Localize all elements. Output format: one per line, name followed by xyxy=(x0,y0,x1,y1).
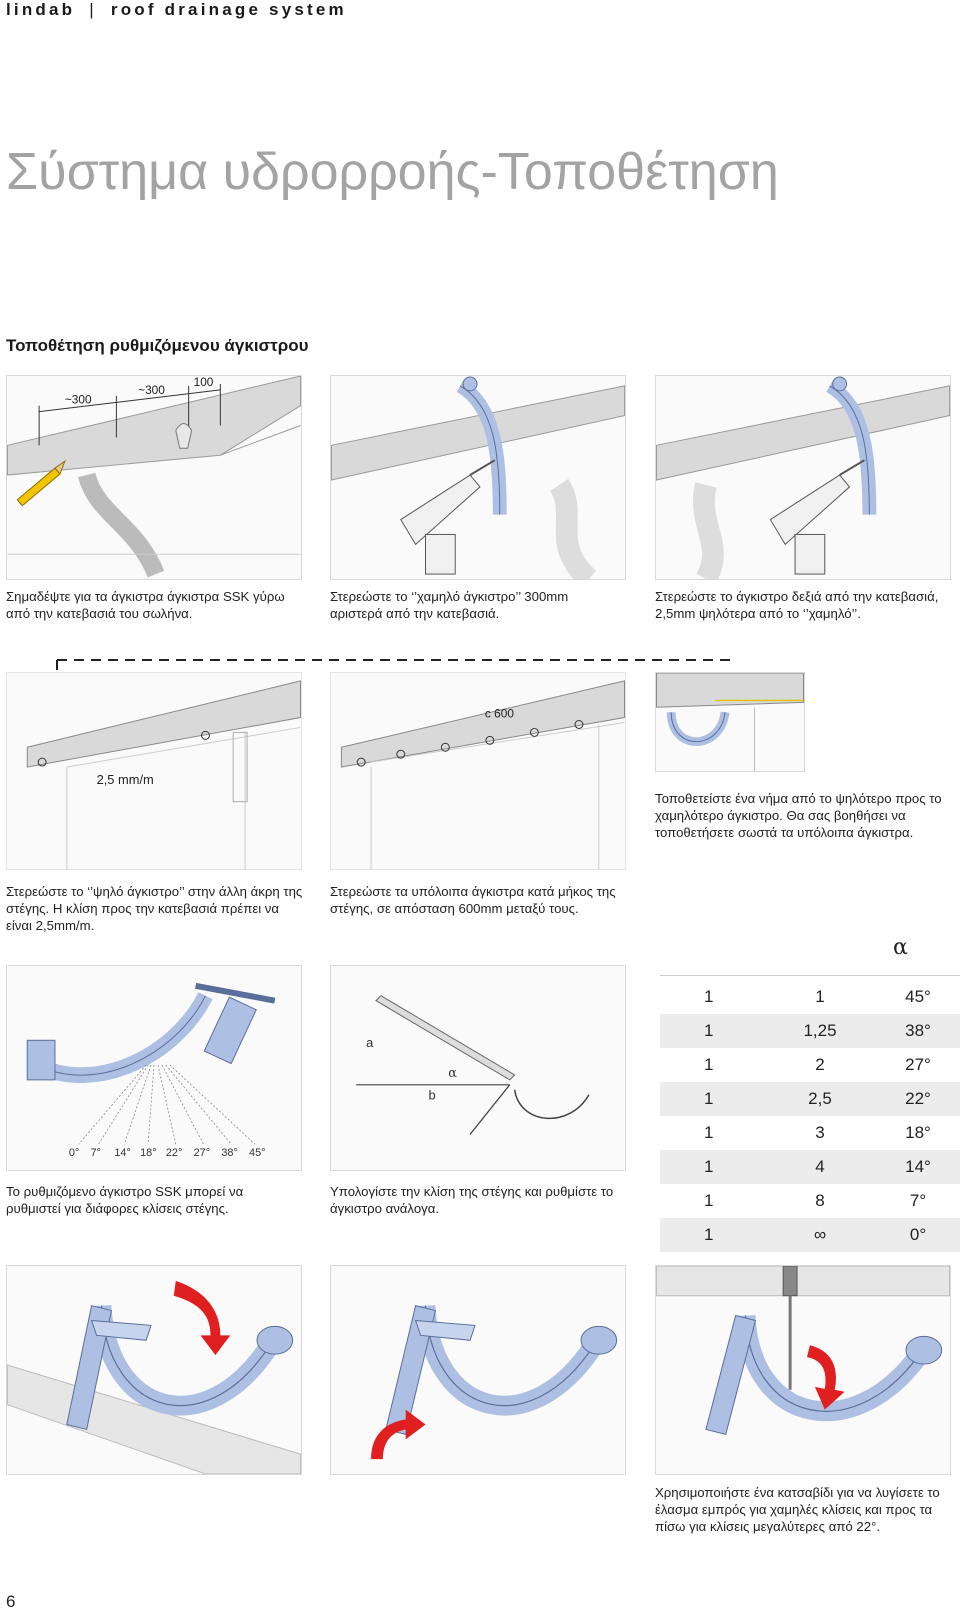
header-section: roof drainage system xyxy=(110,0,347,19)
caption-string: Τοποθετείστε ένα νήμα από το ψηλότερο πρ… xyxy=(655,791,942,840)
angle-label-38: 38° xyxy=(221,1147,237,1159)
dim-300-right: ~300 xyxy=(138,383,165,397)
figure-string-line xyxy=(655,672,805,772)
angle-label-27: 27° xyxy=(194,1147,210,1159)
caption-right-hook: Στερεώστε το άγκιστρο δεξιά από την κατε… xyxy=(655,589,939,621)
page-number: 6 xyxy=(6,1592,16,1611)
figure-fix-low-hook xyxy=(330,375,626,580)
screwdriver-icon xyxy=(782,1266,798,1390)
caption-adjustable: Το ρυθμιζόμενο άγκιστρο SSK μπορεί να ρυ… xyxy=(6,1184,244,1216)
spacing-label: c 600 xyxy=(485,707,514,721)
drill-icon xyxy=(769,459,865,575)
table-rule xyxy=(660,975,960,976)
caption-high-hook: Στερεώστε το ‘’ψηλό άγκιστρο’’ στην άλλη… xyxy=(6,884,303,933)
dim-300-left: ~300 xyxy=(65,393,92,407)
angle-label-22: 22° xyxy=(166,1147,182,1159)
page-title: Σύστημα υδρορροής-Τοποθέτηση xyxy=(6,143,779,201)
red-arrow-icon xyxy=(173,1280,231,1356)
figure-fix-right-hook xyxy=(655,375,951,580)
dim-100: 100 xyxy=(194,376,214,389)
side-b-label: b xyxy=(428,1088,435,1103)
angle-label-45: 45° xyxy=(249,1147,265,1159)
side-a-label: a xyxy=(366,1035,374,1050)
figure-adjustable-hook: 0° 7° 14° 18° 22° 27° 38° 45° xyxy=(6,965,302,1171)
table-row: 1∞0° xyxy=(660,1218,960,1252)
figure-screwdriver xyxy=(655,1265,951,1475)
caption-marking: Σημαδέψτε για τα άγκιστρα άγκιστρα SSK γ… xyxy=(6,589,285,621)
pencil-icon xyxy=(16,459,66,507)
angle-label-18: 18° xyxy=(140,1147,156,1159)
angle-label-14: 14° xyxy=(114,1147,130,1159)
caption-screwdriver: Χρησιμοποιήστε ένα κατσαβίδι για να λυγί… xyxy=(655,1485,940,1534)
angle-label-7: 7° xyxy=(91,1147,101,1159)
caption-low-hook: Στερεώστε το ‘’χαμηλό άγκιστρο’’ 300mm α… xyxy=(330,589,569,621)
drill-icon xyxy=(400,459,496,575)
figure-high-hook: 2,5 mm/m xyxy=(6,672,302,870)
caption-calc-slope: Υπολογίστε την κλίση της στέγης και ρυθμ… xyxy=(330,1184,614,1216)
caption-remaining-hooks: Στερεώστε τα υπόλοιπα άγκιστρα κατά μήκο… xyxy=(330,884,616,916)
brand-name: lindab xyxy=(6,0,76,19)
running-header: lindab | roof drainage system xyxy=(6,0,347,20)
section-title: Τοποθέτηση ρυθμιζόμενου άγκιστρου xyxy=(6,336,309,355)
figure-remaining-hooks: c 600 xyxy=(330,672,626,870)
table-header-alpha: α xyxy=(893,935,908,960)
angle-label-0: 0° xyxy=(69,1147,79,1159)
figure-marking-hooks: ~300 ~300 100 xyxy=(6,375,302,580)
red-arrow-icon xyxy=(371,1409,426,1460)
figure-roof-slope: a b α xyxy=(330,965,626,1171)
figure-bend-backward xyxy=(330,1265,626,1475)
angle-alpha-label: α xyxy=(448,1066,457,1081)
red-arrow-icon xyxy=(806,1345,845,1410)
header-separator: | xyxy=(89,0,97,19)
slope-label: 2,5 mm/m xyxy=(97,772,154,787)
figure-bend-forward xyxy=(6,1265,302,1475)
